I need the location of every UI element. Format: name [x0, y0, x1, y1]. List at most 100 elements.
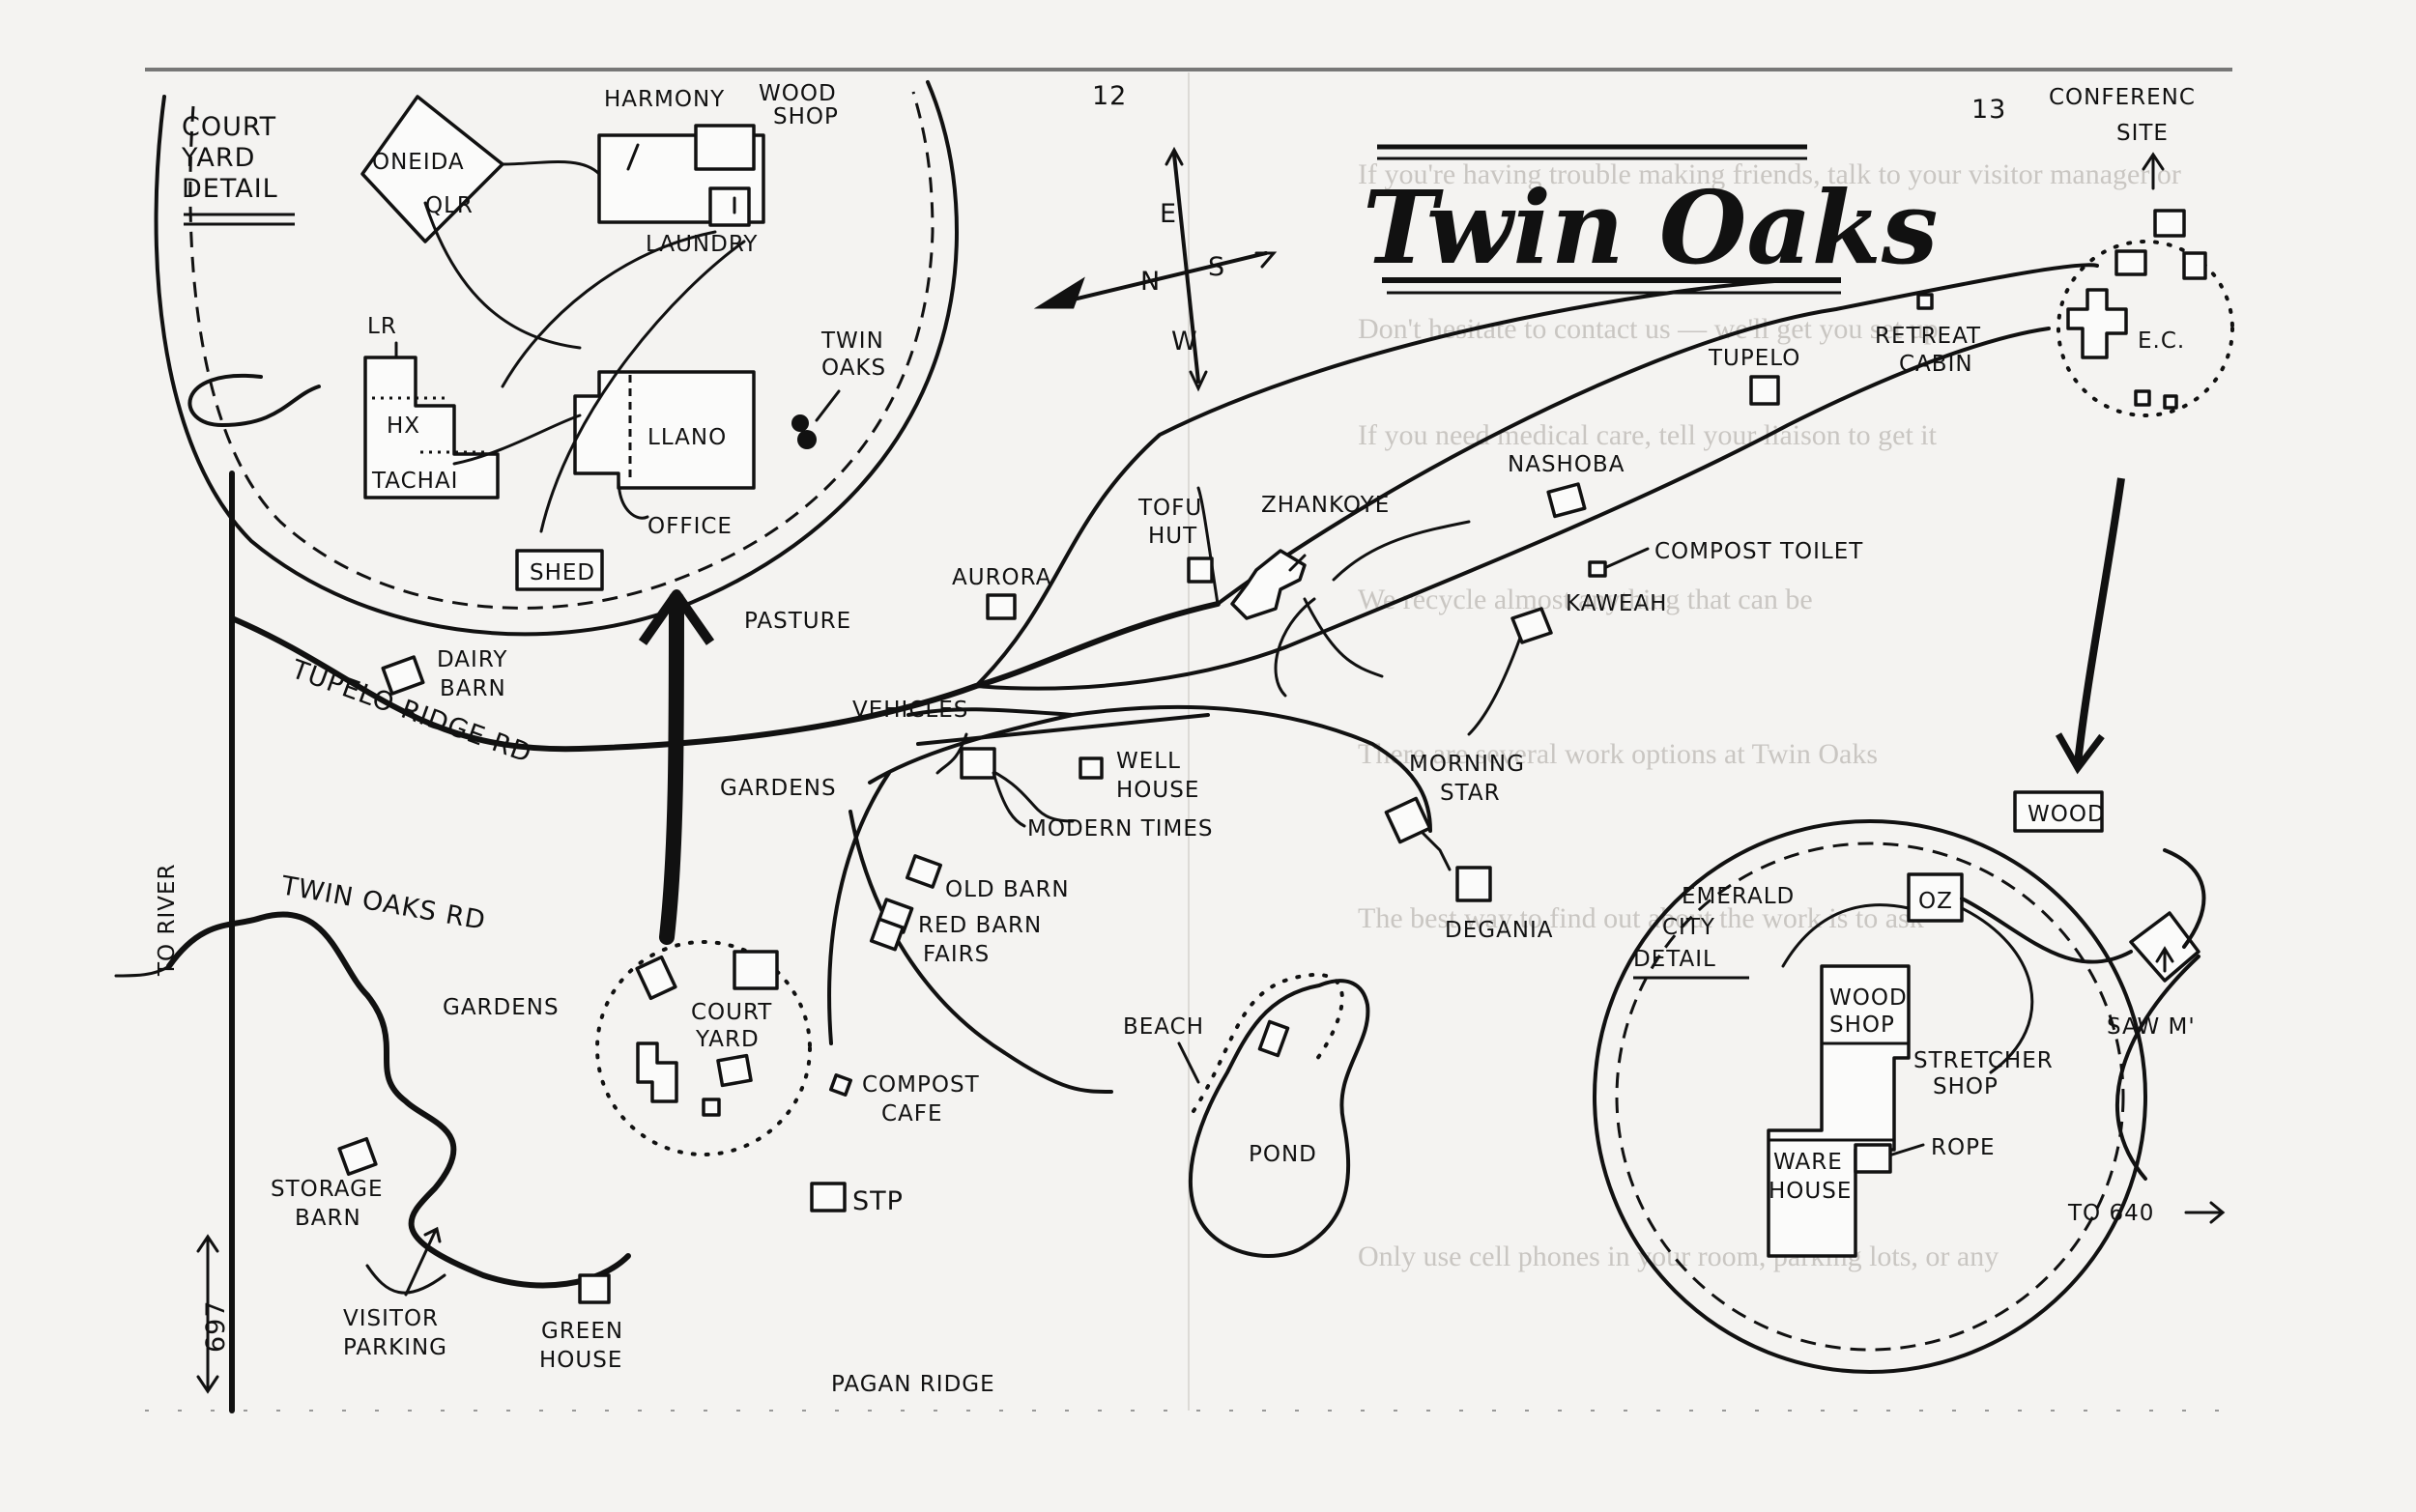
label-qlr: QLR	[425, 193, 474, 218]
label-ec-wood-shop-2: SHOP	[1829, 1013, 1895, 1038]
north-arrow-icon	[1033, 276, 1085, 309]
aurora-building	[986, 593, 1017, 620]
arrow-to-emerald-city-icon	[2074, 477, 2125, 764]
compass-north: N	[1140, 267, 1161, 297]
tofu-hut-building	[1187, 556, 1214, 584]
label-rope: ROPE	[1931, 1135, 1996, 1160]
label-conference-site-2: SITE	[2116, 121, 2169, 146]
label-beach: BEACH	[1123, 1014, 1204, 1040]
label-well-house-1: WELL	[1116, 749, 1181, 774]
label-degania: DEGANIA	[1445, 918, 1554, 943]
label-visitor-parking-2: PARKING	[343, 1335, 447, 1360]
label-ec: E.C.	[2138, 328, 2185, 354]
compass-east: E	[1160, 199, 1177, 229]
loop-path	[187, 373, 321, 427]
oneida-diamond	[360, 95, 504, 243]
tupelo-building	[1749, 375, 1780, 406]
label-storage-barn-1: STORAGE	[271, 1177, 384, 1202]
storage-barn-building	[337, 1136, 378, 1177]
road-labels: TUPELO RIDGE RD TWIN OAKS RD TO RIVER 69…	[155, 654, 536, 1394]
dairy-barn-building	[381, 655, 425, 696]
courtyard-detail-heading-3: DETAIL	[182, 174, 278, 204]
courtyard-detail-buildings: ONEIDA QLR HARMONY WOOD SHOP LAUNDRY LR …	[187, 81, 886, 539]
label-harmony: HARMONY	[604, 87, 725, 112]
label-aurora: AURORA	[952, 565, 1051, 590]
label-nashoba: NASHOBA	[1508, 452, 1625, 477]
compass-rose: N S E W	[1033, 146, 1278, 392]
label-pasture: PASTURE	[744, 609, 851, 634]
emerald-city-detail-circle: WOOD EMERALD CITY DETAIL OZ WOOD SHOP ST…	[1593, 790, 2226, 1374]
green-house-building	[578, 1273, 611, 1304]
emerald-city-heading-1: EMERALD	[1682, 884, 1795, 909]
label-tachai: TACHAI	[371, 469, 458, 494]
arrow-to-courtyard-icon	[659, 591, 684, 945]
label-wood: WOOD	[2028, 802, 2106, 827]
courtyard-dotted-circle	[595, 940, 812, 1156]
label-stretcher-shop-1: STRETCHER	[1913, 1048, 2054, 1073]
label-ware-house-1: WARE	[1773, 1150, 1843, 1175]
kaweah-building	[1510, 607, 1553, 644]
label-morning-star-1: MORNING	[1409, 752, 1525, 777]
direction-arrows	[638, 477, 2125, 945]
nashoba-building	[1546, 482, 1587, 519]
label-storage-barn-2: BARN	[295, 1206, 361, 1231]
old-barn-building	[905, 854, 943, 889]
label-court-yard-2: YARD	[695, 1027, 760, 1052]
courtyard-detail-heading-2: YARD	[181, 143, 255, 173]
courtyard-building	[733, 950, 779, 990]
label-woodshop-1: WOOD	[759, 81, 837, 106]
label-compost-cafe-2: CAFE	[881, 1101, 943, 1127]
label-vehicles: VEHICLES	[852, 698, 968, 723]
well-house-building	[1079, 756, 1104, 780]
degania-building	[1455, 866, 1492, 902]
label-oz: OZ	[1918, 889, 1953, 914]
label-route-697: 697	[201, 1299, 231, 1353]
ec-building	[2066, 288, 2128, 359]
label-tupelo: TUPELO	[1708, 346, 1800, 371]
label-visitor-parking-1: VISITOR	[343, 1306, 439, 1331]
label-to-640: TO 640	[2067, 1201, 2154, 1226]
label-gardens-left: GARDENS	[443, 995, 560, 1020]
label-llano: LLANO	[647, 425, 727, 450]
page-number-left: 12	[1092, 81, 1127, 111]
title-text: Twin Oaks	[1363, 168, 1938, 287]
modern-times-building	[960, 747, 996, 780]
label-stp: STP	[852, 1186, 904, 1216]
twin-oaks-road	[166, 911, 631, 1289]
roads	[114, 263, 2099, 1413]
label-kaweah: KAWEAH	[1566, 591, 1667, 616]
ec-dotted-circle	[2056, 240, 2234, 417]
svg-text:If you're having trouble makin: If you're having trouble making friends,…	[1358, 158, 2181, 190]
label-pond: POND	[1249, 1142, 1317, 1167]
llano-building	[573, 370, 756, 490]
label-retreat-cabin-2: CABIN	[1899, 352, 1973, 377]
label-compost-toilet: COMPOST TOILET	[1654, 539, 1863, 564]
stp-building	[810, 1182, 847, 1212]
label-tofu-hut-1: TOFU	[1137, 496, 1202, 521]
svg-text:Don't hesitate to contact us —: Don't hesitate to contact us — we'll get…	[1358, 313, 1939, 345]
pond-shape	[1189, 979, 1370, 1258]
courtyard-detail-heading-1: COURT	[182, 112, 276, 142]
page-number-right: 13	[1971, 95, 2006, 125]
to-640-arrow-icon	[2184, 1201, 2226, 1224]
label-stretcher-shop-2: SHOP	[1933, 1074, 1999, 1099]
label-office: OFFICE	[647, 514, 733, 539]
label-shed: SHED	[530, 560, 595, 585]
label-to-river: TO RIVER	[155, 864, 180, 977]
label-woodshop-2: SHOP	[773, 104, 839, 129]
emerald-city-heading-2: CITY	[1662, 915, 1715, 940]
label-oneida: ONEIDA	[372, 150, 465, 175]
label-conference-site-1: CONFERENC	[2049, 85, 2196, 110]
wood-building	[2013, 790, 2104, 833]
shed-building	[515, 549, 604, 591]
label-twin-oaks-2: OAKS	[821, 356, 886, 381]
svg-text:There are several work options: There are several work options at Twin O…	[1358, 738, 1878, 770]
label-lr: LR	[367, 314, 397, 339]
label-retreat-cabin-1: RETREAT	[1875, 324, 1981, 349]
label-old-barn: OLD BARN	[945, 877, 1070, 902]
label-saw-mill: SAW M'	[2107, 1014, 2196, 1040]
map-title: Twin Oaks	[1363, 144, 1938, 295]
label-red-barn: RED BARN	[918, 913, 1042, 938]
label-green-house-2: HOUSE	[539, 1348, 622, 1373]
